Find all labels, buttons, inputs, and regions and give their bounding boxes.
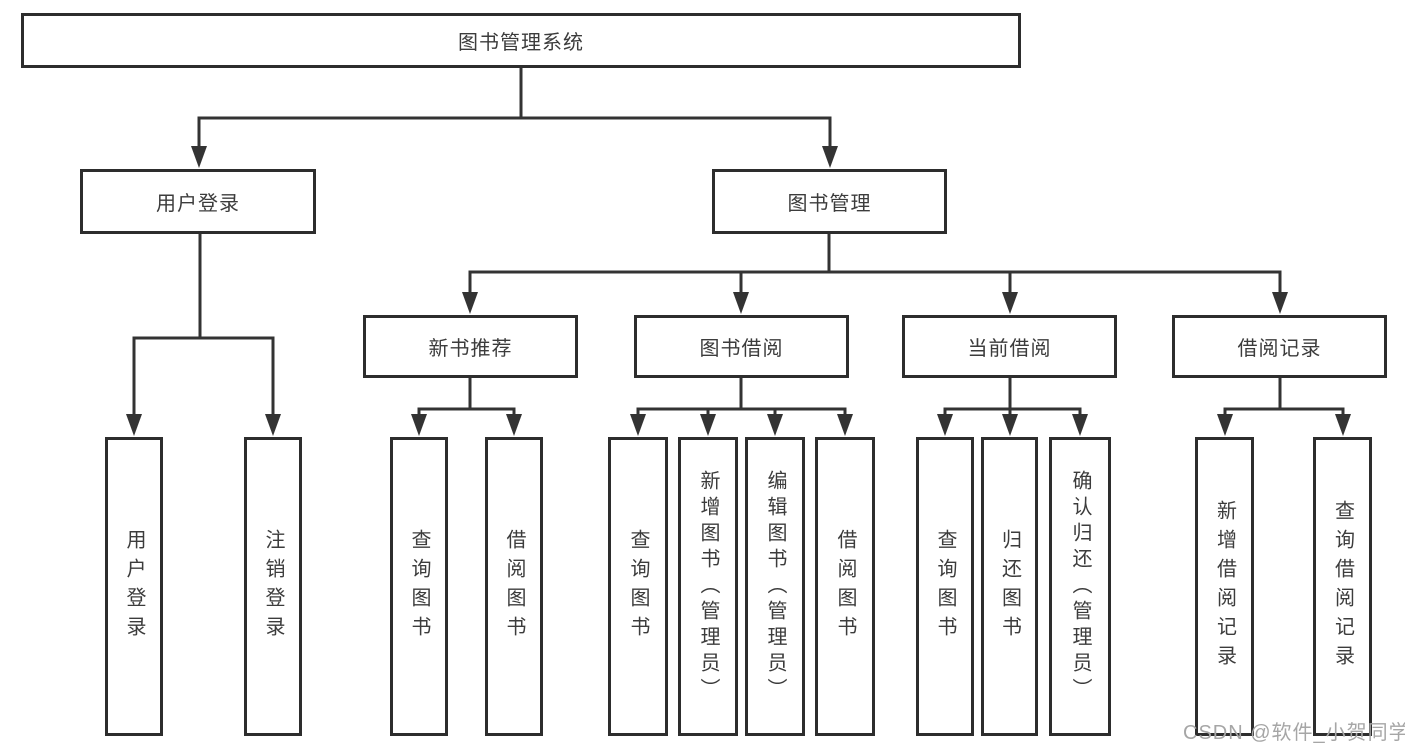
arrowhead-user-login-icon [191, 146, 207, 168]
arrowhead-cb-return-icon [1002, 414, 1018, 436]
leaf-bb-edit-books-admin-label: 编辑图书（管理员） [764, 469, 786, 704]
leaf-bb-borrow-books-label: 借阅图书 [834, 528, 856, 645]
arrowhead-br-add-icon [1217, 414, 1233, 436]
node-book-management-label: 图书管理 [787, 193, 872, 215]
node-current-borrow-label: 当前借阅 [967, 338, 1052, 360]
arrowhead-new-book-recommend-icon [462, 292, 478, 314]
node-borrow-records-label: 借阅记录 [1237, 338, 1322, 360]
arrowhead-leaf-user-login-icon [126, 414, 142, 436]
leaf-bb-edit-books-admin: 编辑图书（管理员） [745, 437, 805, 736]
leaf-bb-query-books: 查询图书 [608, 437, 668, 736]
leaf-logout-label: 注销登录 [262, 528, 284, 645]
arrowhead-cb-confirm-icon [1072, 414, 1088, 436]
node-new-book-recommend: 新书推荐 [363, 315, 578, 378]
watermark: CSDN @软件_小贺同学 [1183, 722, 1405, 744]
leaf-bb-query-books-label: 查询图书 [627, 528, 649, 645]
leaf-nbr-query-books-label: 查询图书 [408, 528, 430, 645]
leaf-cb-query-books-label: 查询图书 [934, 528, 956, 645]
leaf-cb-return-books: 归还图书 [981, 437, 1038, 736]
node-new-book-recommend-label: 新书推荐 [428, 338, 513, 360]
arrowhead-cb-query-icon [937, 414, 953, 436]
leaf-nbr-borrow-books-label: 借阅图书 [503, 528, 525, 645]
leaf-cb-confirm-return-admin: 确认归还（管理员） [1049, 437, 1111, 736]
leaf-nbr-borrow-books: 借阅图书 [485, 437, 543, 736]
leaf-br-query-record: 查询借阅记录 [1313, 437, 1372, 736]
arrowhead-nbr-borrow-icon [506, 414, 522, 436]
node-borrow-records: 借阅记录 [1172, 315, 1387, 378]
arrowhead-nbr-query-icon [411, 414, 427, 436]
leaf-cb-query-books: 查询图书 [916, 437, 974, 736]
arrowhead-bb-borrow-icon [837, 414, 853, 436]
arrowhead-book-management-icon [822, 146, 838, 168]
leaf-cb-return-books-label: 归还图书 [998, 528, 1021, 645]
node-book-borrow-label: 图书借阅 [699, 338, 784, 360]
arrowhead-bb-edit-icon [767, 414, 783, 436]
leaf-cb-confirm-return-admin-label: 确认归还（管理员） [1069, 469, 1091, 704]
arrowhead-borrow-records-icon [1272, 292, 1288, 314]
arrowhead-book-borrow-icon [733, 292, 749, 314]
leaf-bb-add-books-admin-label: 新增图书（管理员） [697, 469, 719, 704]
arrowhead-bb-query-icon [630, 414, 646, 436]
node-root-label: 图书管理系统 [458, 32, 584, 54]
leaf-br-query-record-label: 查询借阅记录 [1331, 499, 1354, 674]
arrowhead-leaf-logout-icon [265, 414, 281, 436]
leaf-br-add-record-label: 新增借阅记录 [1213, 499, 1236, 674]
leaf-bb-add-books-admin: 新增图书（管理员） [678, 437, 738, 736]
node-book-management: 图书管理 [712, 169, 947, 234]
node-user-login-label: 用户登录 [156, 193, 240, 215]
leaf-user-login-label: 用户登录 [123, 528, 145, 645]
node-user-login: 用户登录 [80, 169, 316, 234]
arrowhead-current-borrow-icon [1002, 292, 1018, 314]
leaf-bb-borrow-books: 借阅图书 [815, 437, 875, 736]
node-book-borrow: 图书借阅 [634, 315, 849, 378]
node-root: 图书管理系统 [21, 13, 1021, 68]
leaf-user-login: 用户登录 [105, 437, 163, 736]
leaf-logout: 注销登录 [244, 437, 302, 736]
leaf-br-add-record: 新增借阅记录 [1195, 437, 1254, 736]
node-current-borrow: 当前借阅 [902, 315, 1117, 378]
arrowhead-br-query-icon [1335, 414, 1351, 436]
arrowhead-bb-add-icon [700, 414, 716, 436]
leaf-nbr-query-books: 查询图书 [390, 437, 448, 736]
